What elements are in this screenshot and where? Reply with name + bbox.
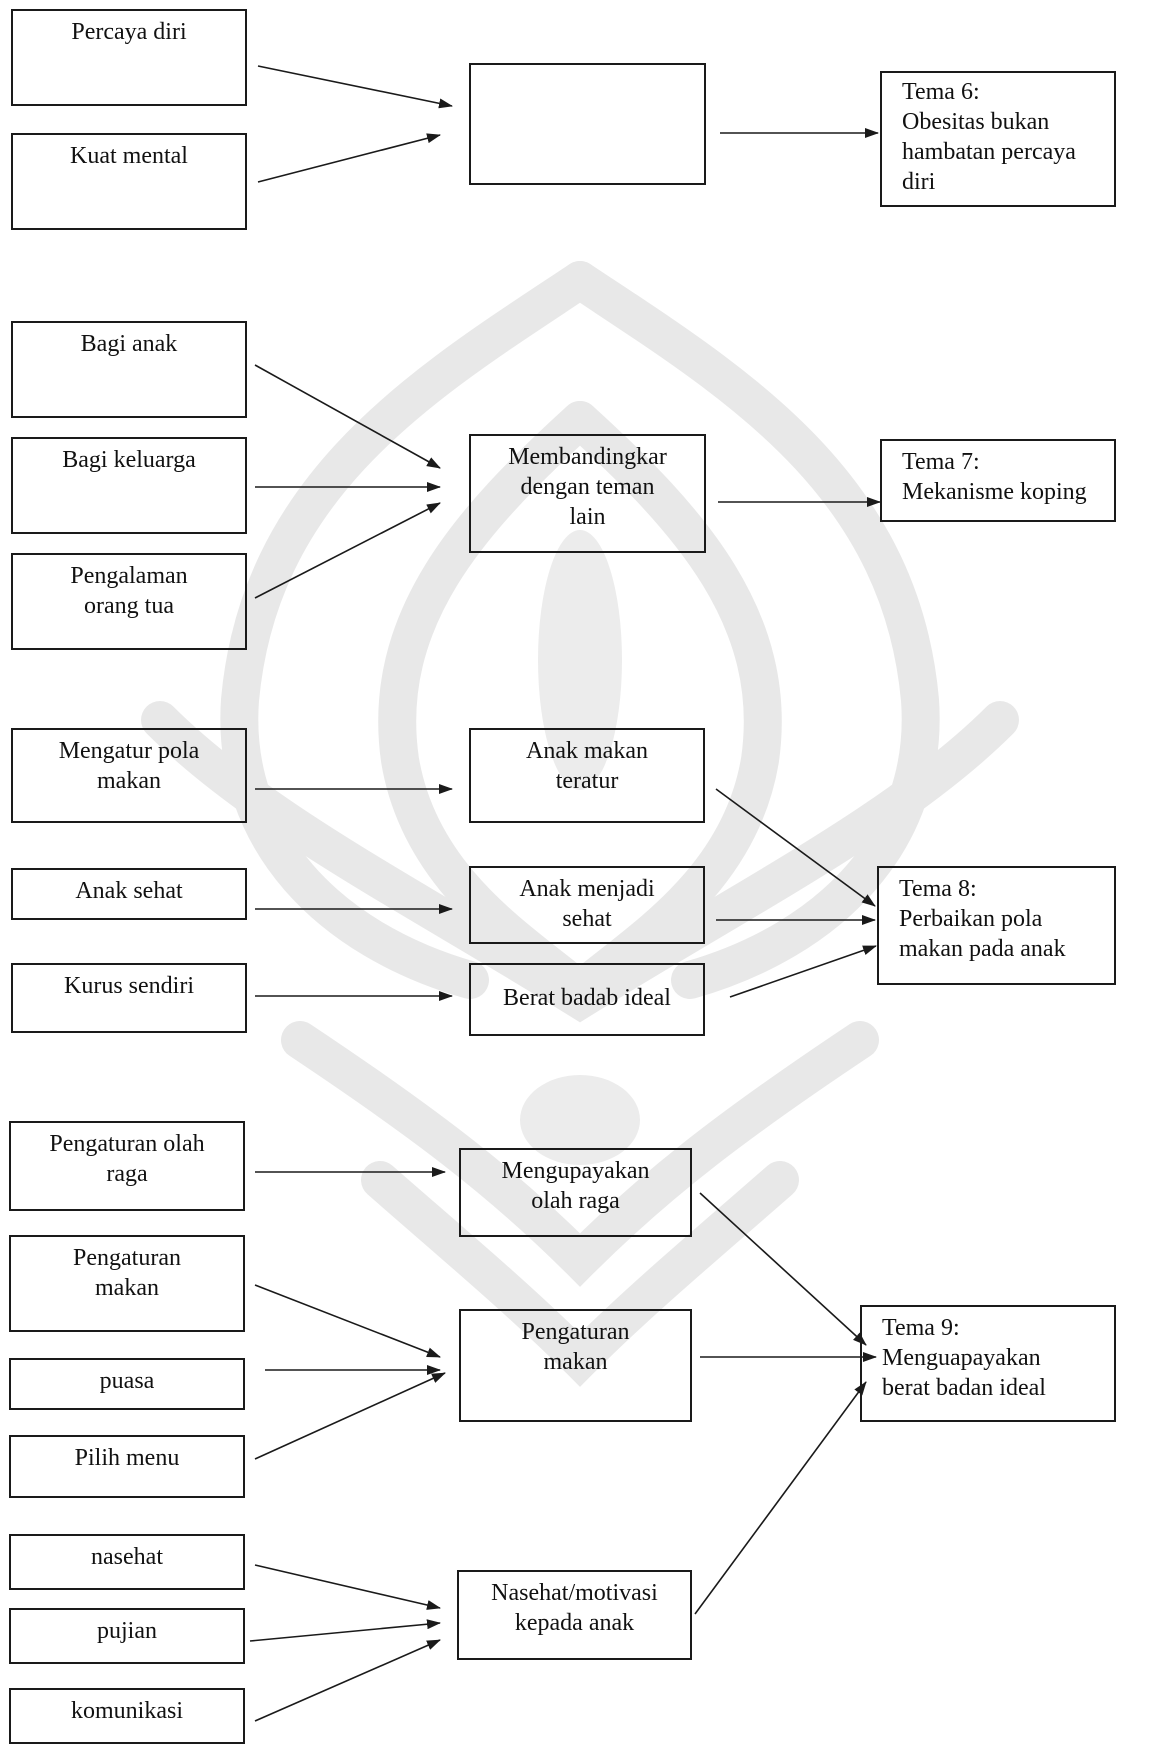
arrow-nasehat (254, 1564, 441, 1610)
node-membandingkan: Membandingkar dengan teman lain (469, 434, 706, 553)
node-tema-9: Tema 9: Menguapayakan berat badan ideal (860, 1305, 1116, 1422)
node-nasehat: nasehat (9, 1534, 245, 1590)
arrow-pengaturan-makan (254, 1284, 441, 1358)
node-pengaturan-makan-src: Pengaturan makan (9, 1235, 245, 1332)
node-anak-menjadi-sehat: Anak menjadi sehat (469, 866, 705, 944)
node-label: pujian (97, 1618, 157, 1644)
node-nasehat-motivasi: Nasehat/motivasi kepada anak (457, 1570, 692, 1660)
node-berat-badab-ideal: Berat badab ideal (469, 963, 705, 1036)
node-pengaturan-makan-mid: Pengaturan makan (459, 1309, 692, 1422)
node-pilih-menu: Pilih menu (9, 1435, 245, 1498)
node-pengalaman-orang-tua: Pengalaman orang tua (11, 553, 247, 650)
node-empty-middle (469, 63, 706, 185)
node-anak-sehat: Anak sehat (11, 868, 247, 920)
node-label: Tema 6: Obesitas bukan hambatan percaya … (902, 79, 1076, 195)
node-pujian: pujian (9, 1608, 245, 1664)
arrow-berat-ideal (729, 945, 877, 998)
node-label: Mengupayakan olah raga (501, 1158, 650, 1214)
node-bagi-keluarga: Bagi keluarga (11, 437, 247, 534)
arrow-pengalaman (254, 502, 441, 599)
node-label: Pengalaman orang tua (70, 563, 188, 619)
node-label: Kurus sendiri (64, 973, 194, 999)
node-label: Mengatur pola makan (58, 738, 200, 794)
node-anak-makan-teratur: Anak makan teratur (469, 728, 705, 823)
node-label: Bagi anak (80, 331, 178, 357)
node-pengaturan-olah-raga: Pengaturan olah raga (9, 1121, 245, 1211)
arrow-percaya-diri (257, 65, 453, 109)
arrow-komunikasi (254, 1639, 441, 1722)
node-label: Anak makan teratur (526, 738, 648, 794)
node-label: Tema 9: Menguapayakan berat badan ideal (882, 1315, 1046, 1401)
node-label: Anak menjadi sehat (519, 876, 655, 932)
node-bagi-anak: Bagi anak (11, 321, 247, 418)
arrow-kuat-mental (257, 133, 441, 183)
arrow-nasehat-motivasi (694, 1381, 867, 1615)
node-tema-6: Tema 6: Obesitas bukan hambatan percaya … (880, 71, 1116, 207)
arrow-makan-teratur (715, 788, 876, 907)
node-label: Tema 8: Perbaikan pola makan pada anak (899, 876, 1066, 962)
node-label: puasa (99, 1368, 155, 1394)
node-label: Pengaturan makan (521, 1319, 630, 1375)
node-label: Pilih menu (74, 1445, 180, 1471)
node-label: Berat badab ideal (503, 985, 671, 1011)
node-kuat-mental: Kuat mental (11, 133, 247, 230)
node-tema-8: Tema 8: Perbaikan pola makan pada anak (877, 866, 1116, 985)
node-label: Kuat mental (70, 143, 188, 169)
node-tema-7: Tema 7: Mekanisme koping (880, 439, 1116, 522)
node-mengupayakan-olah-raga: Mengupayakan olah raga (459, 1148, 692, 1237)
node-kurus-sendiri: Kurus sendiri (11, 963, 247, 1033)
node-mengatur-pola-makan: Mengatur pola makan (11, 728, 247, 823)
node-label: Bagi keluarga (62, 447, 196, 473)
node-label: Percaya diri (71, 19, 187, 45)
arrow-pilih-menu (254, 1372, 446, 1460)
node-label: komunikasi (71, 1698, 183, 1724)
node-puasa: puasa (9, 1358, 245, 1410)
node-label: Pengaturan olah raga (49, 1131, 205, 1187)
arrow-mengupayakan (699, 1192, 867, 1346)
arrow-bagi-anak (254, 364, 441, 469)
node-label: Tema 7: Mekanisme koping (902, 449, 1087, 505)
node-label: Anak sehat (75, 878, 183, 904)
node-label: Nasehat/motivasi kepada anak (491, 1580, 658, 1636)
node-label: Membandingkar dengan teman lain (508, 444, 667, 530)
arrow-pujian (249, 1619, 441, 1642)
node-percaya-diri: Percaya diri (11, 9, 247, 106)
node-label: Pengaturan makan (73, 1245, 181, 1301)
node-komunikasi: komunikasi (9, 1688, 245, 1744)
node-label: nasehat (91, 1544, 163, 1570)
